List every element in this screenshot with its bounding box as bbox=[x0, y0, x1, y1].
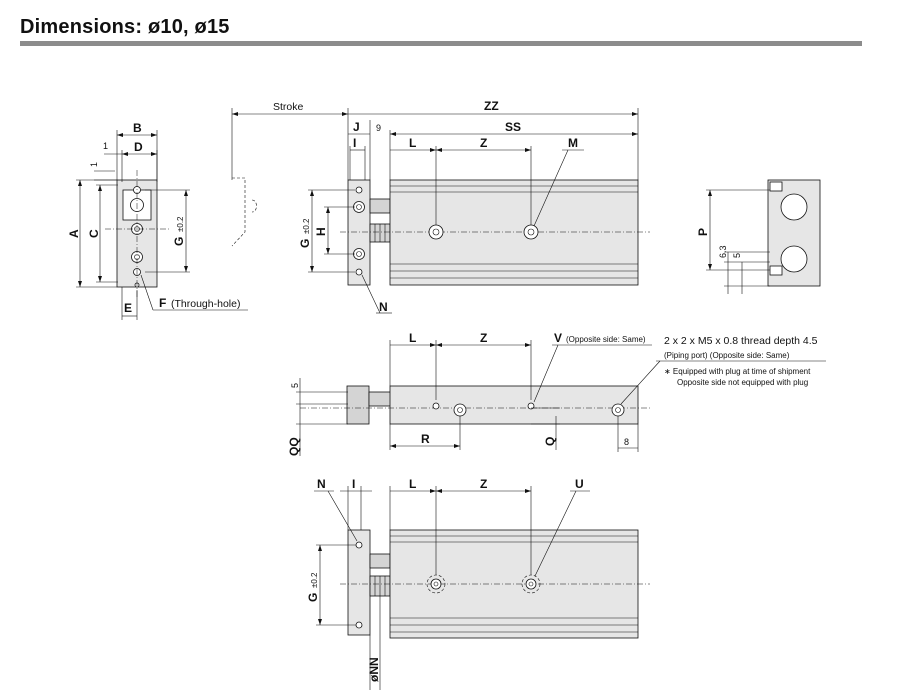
bottom-view: L Z U N I G ±0.2 øNN bbox=[306, 477, 650, 690]
label-G-left: G bbox=[172, 237, 186, 246]
label-D: D bbox=[134, 140, 143, 154]
label-G-tol-left: ±0.2 bbox=[176, 216, 185, 232]
label-G-front: G bbox=[298, 239, 312, 248]
label-N-front: N bbox=[379, 300, 388, 314]
label-B: B bbox=[133, 121, 142, 135]
label-J: J bbox=[353, 120, 360, 134]
label-V-note: (Opposite side: Same) bbox=[566, 335, 646, 344]
note-plug-2: Opposite side not equipped with plug bbox=[677, 378, 808, 387]
label-F-note: (Through-hole) bbox=[171, 298, 240, 310]
label-A: A bbox=[67, 229, 81, 238]
label-N-bottom: N bbox=[317, 477, 326, 491]
label-1-top: 1 bbox=[103, 141, 108, 151]
label-SS: SS bbox=[505, 120, 521, 134]
label-I-bottom: I bbox=[352, 477, 355, 491]
note-plug-1: ∗ Equipped with plug at time of shipment bbox=[664, 367, 811, 376]
left-end-view: B D 1 1 A C G ±0.2 bbox=[67, 121, 248, 320]
label-L-bottom: L bbox=[409, 477, 416, 491]
label-U: U bbox=[575, 477, 584, 491]
label-1-side: 1 bbox=[89, 162, 99, 167]
label-Z-mid: Z bbox=[480, 331, 487, 345]
page-title: Dimensions: ø10, ø15 bbox=[20, 16, 230, 38]
label-V: V bbox=[554, 331, 562, 345]
label-E: E bbox=[124, 301, 132, 315]
label-Z-bottom: Z bbox=[480, 477, 487, 491]
right-end-view: P 6.3 5 bbox=[696, 179, 821, 294]
label-R: R bbox=[421, 432, 430, 446]
front-view: ZZ SS J 9 I L Z M G ±0.2 bbox=[298, 99, 650, 314]
note-thread: 2 x 2 x M5 x 0.8 thread depth 4.5 bbox=[664, 335, 818, 347]
label-L-mid: L bbox=[409, 331, 416, 345]
label-5-right: 5 bbox=[732, 253, 742, 258]
stroke-dimension: Stroke bbox=[231, 101, 348, 247]
label-H: H bbox=[314, 227, 328, 236]
label-9: 9 bbox=[376, 123, 381, 133]
label-8: 8 bbox=[624, 437, 629, 447]
label-6-3: 6.3 bbox=[718, 245, 728, 258]
label-Z-top: Z bbox=[480, 136, 487, 150]
label-I-top: I bbox=[353, 136, 356, 150]
label-G-tol-front: ±0.2 bbox=[302, 218, 311, 234]
label-NN: øNN bbox=[367, 657, 381, 682]
label-ZZ: ZZ bbox=[484, 99, 499, 113]
label-C: C bbox=[87, 229, 101, 238]
label-L-top: L bbox=[409, 136, 416, 150]
label-F: F bbox=[159, 296, 166, 310]
top-view: L Z V (Opposite side: Same) 2 x 2 x M5 x… bbox=[287, 331, 826, 456]
label-5-mid: 5 bbox=[290, 383, 300, 388]
label-P: P bbox=[696, 228, 710, 236]
front-cylinder-body bbox=[389, 179, 639, 286]
label-Q: Q bbox=[543, 437, 557, 446]
label-G-tol-bottom: ±0.2 bbox=[310, 572, 319, 588]
title-rule bbox=[20, 41, 862, 46]
label-stroke: Stroke bbox=[273, 101, 304, 113]
note-piping: (Piping port) (Opposite side: Same) bbox=[664, 351, 790, 360]
top-cylinder-body bbox=[389, 385, 639, 425]
label-G-bottom: G bbox=[306, 593, 320, 602]
label-QQ: QQ bbox=[287, 437, 301, 456]
label-M: M bbox=[568, 136, 578, 150]
